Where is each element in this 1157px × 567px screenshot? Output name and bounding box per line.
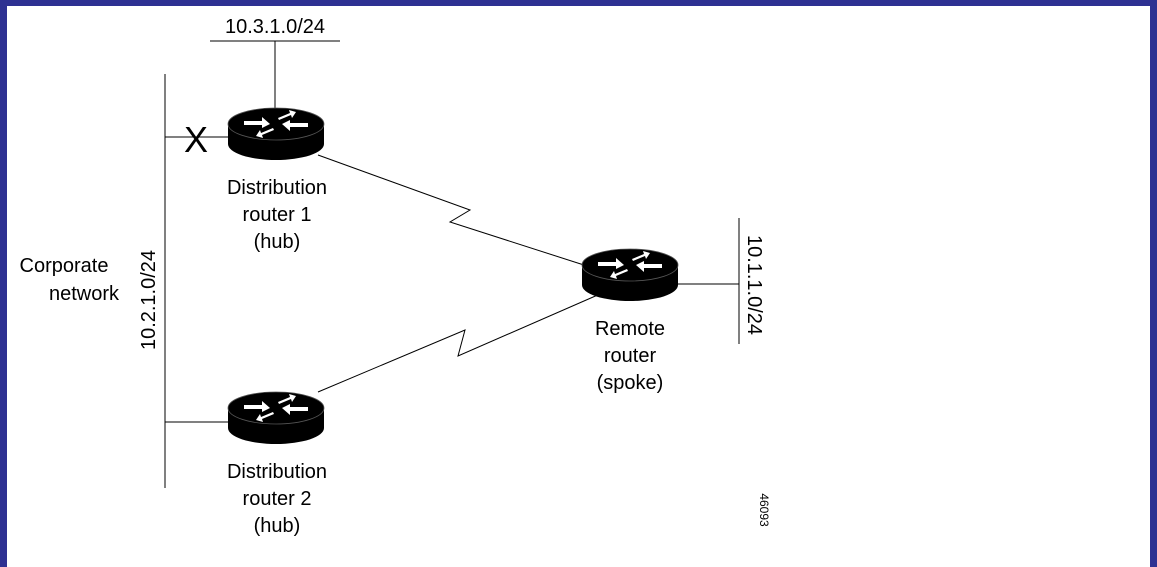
corporate-label-line2: network: [49, 283, 120, 305]
dist2-label-line3: (hub): [254, 515, 301, 537]
dist1-label-line1: Distribution: [227, 177, 327, 199]
link-failure-mark: X: [184, 119, 208, 160]
top-network-label: 10.3.1.0/24: [225, 16, 325, 38]
remote-network-label: 10.1.1.0/24: [743, 235, 765, 335]
wan-link-dist2-remote: [317, 293, 601, 393]
corporate-network-address-label: 10.2.1.0/24: [138, 250, 160, 350]
wan-link-dist1-remote: [317, 154, 588, 267]
remote-label-line3: (spoke): [597, 372, 664, 394]
corporate-label-line1: Corporate: [20, 255, 109, 277]
dist1-label-line3: (hub): [254, 231, 301, 253]
remote-label-line1: Remote: [595, 318, 665, 340]
dist2-label-line1: Distribution: [227, 461, 327, 483]
figure-id: 46093: [757, 493, 771, 527]
distribution-router-2-icon: [227, 391, 325, 445]
dist1-label-line2: router 1: [243, 204, 312, 226]
remote-label-line2: router: [604, 345, 657, 367]
remote-router-icon: [581, 248, 679, 302]
distribution-router-1-icon: [227, 107, 325, 161]
dist2-label-line2: router 2: [243, 488, 312, 510]
